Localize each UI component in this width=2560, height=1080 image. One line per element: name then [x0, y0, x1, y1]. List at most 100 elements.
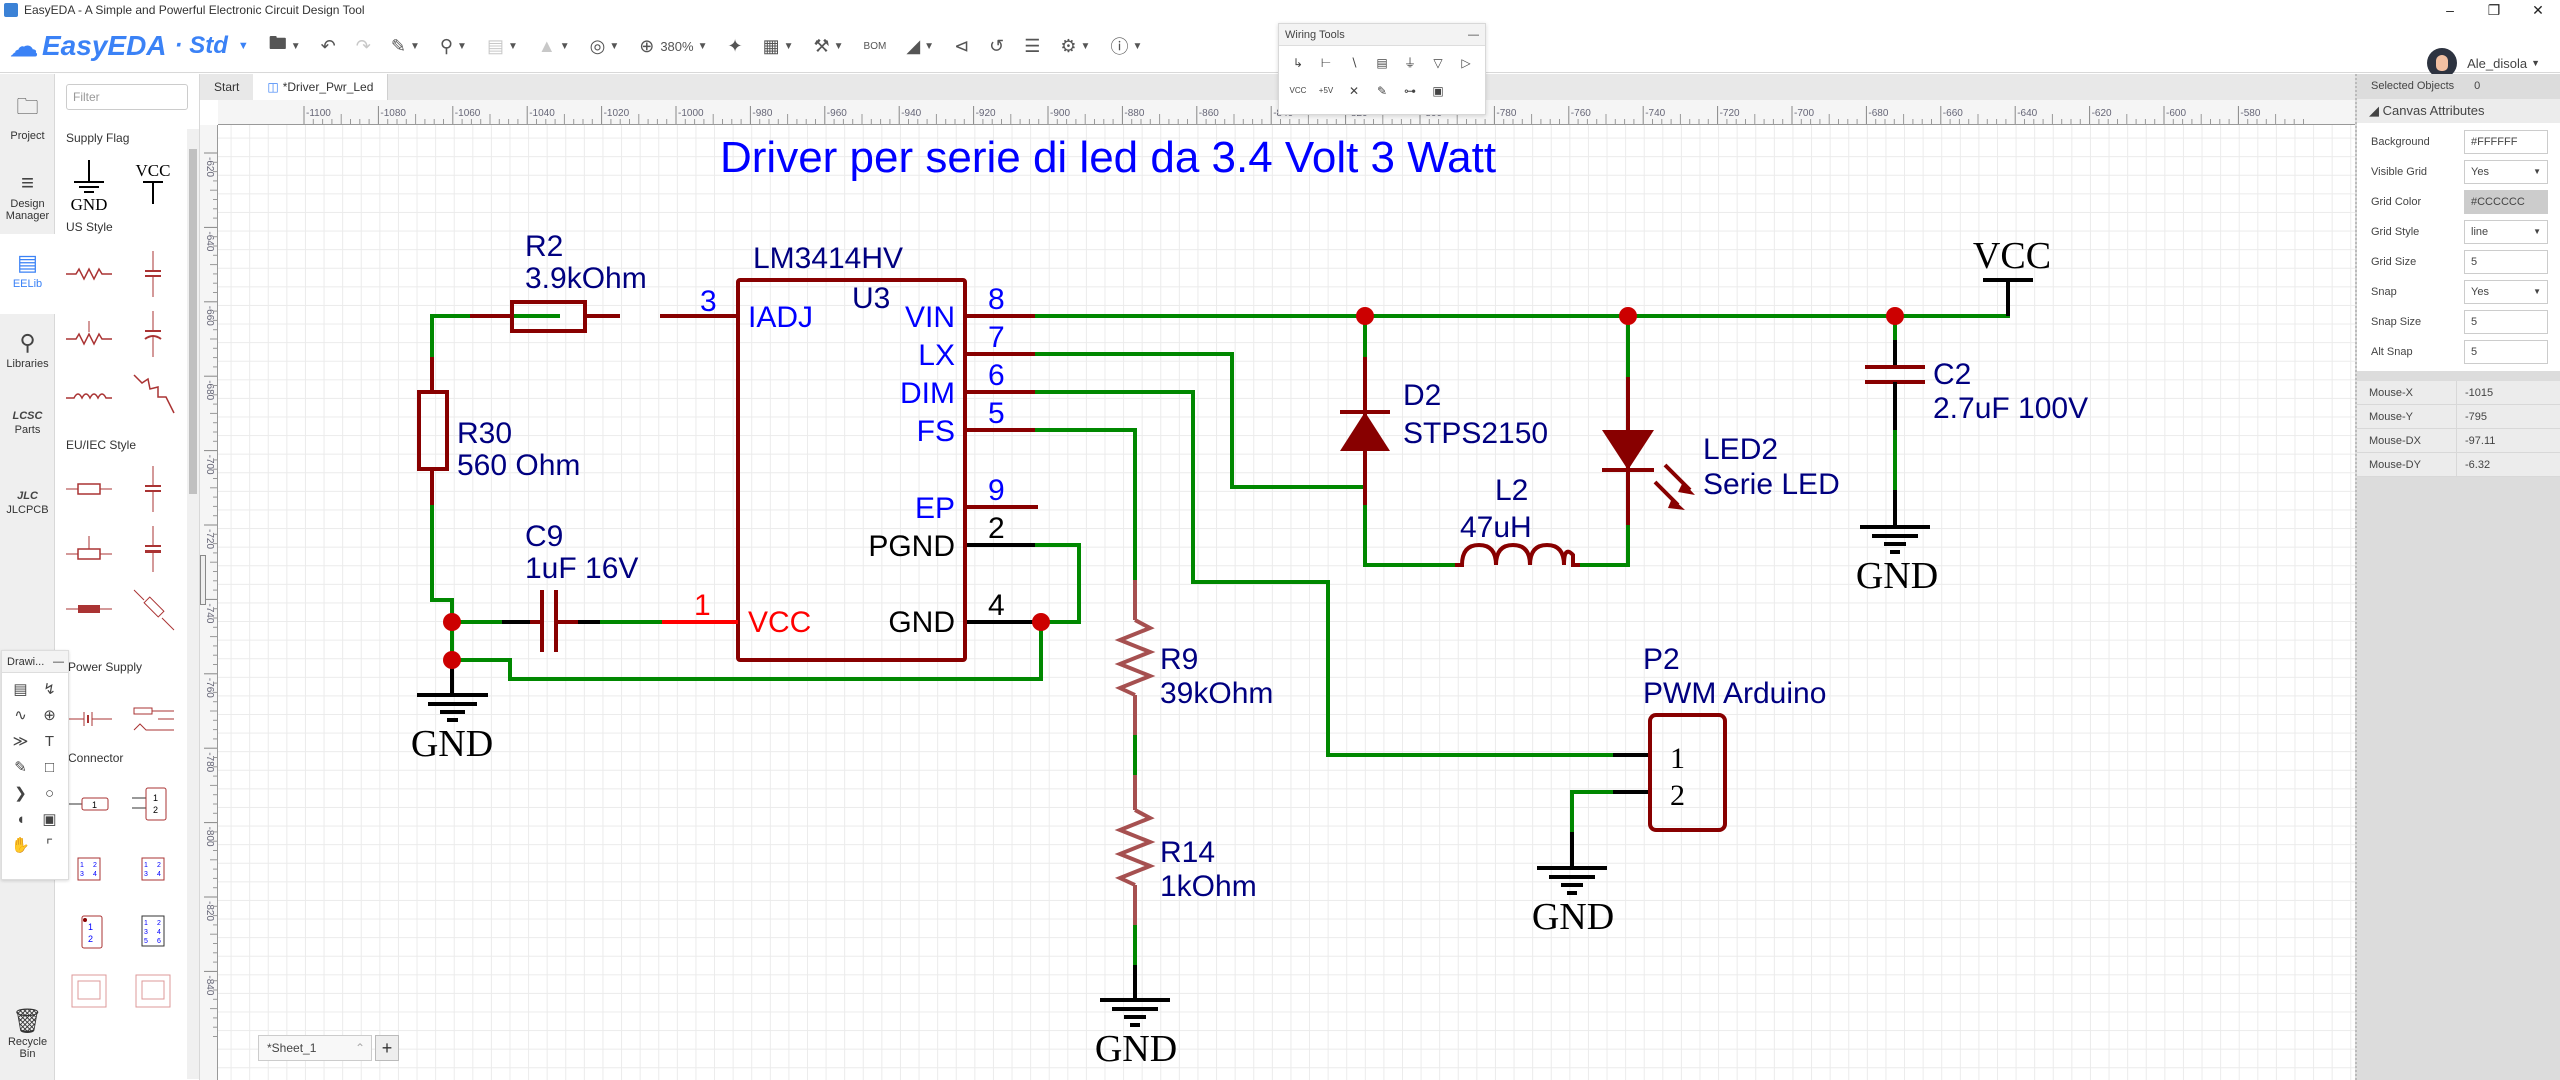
snap-select[interactable]: Yes▼ [2464, 280, 2548, 304]
vcc-flag[interactable]: VCC [1973, 235, 2051, 282]
pin-tool-icon[interactable]: ⊶ [1404, 84, 1416, 98]
freehand-tool-icon[interactable]: ✎ [14, 759, 27, 776]
r30-component[interactable]: R30 560 Ohm [417, 357, 580, 505]
pan-tool-icon[interactable]: ✋ [11, 837, 30, 854]
u3-component[interactable]: LM3414HV U3 3 IADJ 8 VIN 7 LX 6 DIM 5 FS… [662, 242, 1038, 662]
chevron-up-icon[interactable]: ⌃ [354, 1041, 365, 1055]
circle-tool-icon[interactable]: ○ [44, 785, 55, 802]
alt-snap-input[interactable]: 5 [2464, 340, 2548, 364]
rectangle-tool-icon[interactable]: □ [44, 759, 55, 776]
bus-tool-icon[interactable]: ⊢ [1320, 56, 1332, 70]
no-connect-tool-icon[interactable]: ✕ [1348, 84, 1360, 98]
group-tool-icon[interactable]: ▣ [1432, 84, 1444, 98]
wire-dim[interactable] [1035, 390, 1613, 757]
redo-button[interactable]: ↷ [356, 36, 371, 57]
background-input[interactable]: #FFFFFF [2464, 130, 2548, 154]
r2-component[interactable]: R2 3.9kOhm [470, 230, 700, 333]
collapse-left-panel-handle[interactable] [200, 555, 206, 605]
d2-component[interactable]: D2 STPS2150 [1340, 357, 1548, 505]
visible-grid-select[interactable]: Yes▼ [2464, 160, 2548, 184]
erc-button[interactable]: ✦ [727, 36, 742, 57]
net-port-tool-icon[interactable]: ▷ [1461, 56, 1471, 70]
wire[interactable] [452, 622, 1043, 681]
gnd-flag[interactable]: GND [411, 693, 493, 765]
lib-battery[interactable] [58, 689, 120, 749]
layers-button[interactable]: ☰ [1024, 36, 1040, 57]
user-menu[interactable]: Ale_disola ▼ [2427, 48, 2540, 78]
lib-eu-thermistor[interactable] [122, 579, 184, 639]
lib-us-capacitor[interactable] [122, 244, 184, 304]
wire[interactable] [1363, 505, 1455, 567]
text-tool-icon[interactable]: T [44, 733, 55, 750]
lib-vcc[interactable]: VCC [122, 154, 184, 214]
design-menu-button[interactable]: ▦▼ [763, 36, 794, 57]
netflag-tool-icon[interactable]: ▽ [1433, 56, 1443, 70]
gnd-flag[interactable]: GND [1095, 998, 1177, 1070]
image-box-tool-icon[interactable]: ▤ [13, 681, 28, 698]
nav-jlcpcb[interactable]: JLC JLCPCB [0, 474, 55, 554]
grid-style-select[interactable]: line▼ [2464, 220, 2548, 244]
view-menu-button[interactable]: ◎▼ [590, 36, 620, 57]
settings-menu-button[interactable]: ⚙▼ [1060, 36, 1090, 57]
lib-dc-jack[interactable] [122, 689, 184, 749]
lib-us-resistor[interactable] [58, 244, 120, 304]
nav-design-manager[interactable]: ≡ Design Manager [0, 154, 55, 234]
lib-us-inductor[interactable] [58, 364, 120, 424]
minimize-icon[interactable]: — [1468, 29, 1479, 41]
share-button[interactable]: ⊲ [954, 36, 969, 57]
library-scrollbar[interactable] [187, 129, 199, 1079]
minimize-icon[interactable]: — [53, 656, 64, 668]
add-sheet-button[interactable]: + [375, 1035, 399, 1061]
bezier-tool-icon[interactable]: ∿ [14, 707, 27, 724]
tools-menu-button[interactable]: ⚒▼ [813, 36, 843, 57]
r14-component[interactable]: R14 1kOhm [1114, 775, 1257, 925]
lib-rj45[interactable] [58, 964, 120, 1024]
canvas-attributes-header[interactable]: ◢ Canvas Attributes [2357, 99, 2560, 123]
lib-gnd[interactable]: GND [58, 154, 120, 214]
r9-component[interactable]: R9 39kOhm [1114, 580, 1273, 735]
grid-size-input[interactable]: 5 [2464, 250, 2548, 274]
align-menu-button[interactable]: ▤▼ [487, 36, 518, 57]
undo-button[interactable]: ↶ [321, 36, 336, 57]
vcc-tool-icon[interactable]: VCC [1289, 86, 1307, 95]
place-menu-button[interactable]: ⚲▼ [440, 36, 467, 57]
wire-line-tool-icon[interactable]: ↯ [43, 681, 56, 698]
polygon-tool-icon[interactable]: ❯ [14, 785, 27, 802]
tab-driver-pwr-led[interactable]: ◫*Driver_Pwr_Led [253, 74, 389, 100]
bom-button[interactable]: BOM [864, 41, 887, 52]
file-menu-button[interactable]: 🖿▼ [269, 31, 301, 61]
help-menu-button[interactable]: ⓘ▼ [1110, 33, 1142, 59]
c2-component[interactable]: C2 2.7uF 100V [1865, 358, 2088, 430]
lib-us-polar-capacitor[interactable] [122, 304, 184, 364]
grid-color-input[interactable]: #CCCCCC [2464, 190, 2548, 214]
nav-parts[interactable]: LCSC Parts [0, 394, 55, 474]
lib-us-potentiometer[interactable] [58, 304, 120, 364]
wire[interactable] [430, 472, 502, 624]
lib-eu-resistor[interactable] [58, 459, 120, 519]
wire-lx[interactable] [1035, 352, 1365, 489]
image-tool-icon[interactable]: ▣ [42, 811, 57, 828]
tab-start[interactable]: Start [214, 80, 240, 94]
arrow-tool-icon[interactable]: ≫ [12, 733, 29, 750]
led2-component[interactable]: LED2 Serie LED [1602, 377, 1840, 525]
c9-component[interactable]: C9 1uF 16V [525, 520, 638, 652]
lib-eu-polar-capacitor[interactable] [122, 519, 184, 579]
lib-eu-fuse[interactable] [58, 579, 120, 639]
probe-tool-icon[interactable]: ✎ [1376, 84, 1388, 98]
gnd-flag[interactable]: GND [1532, 866, 1614, 938]
p2-component[interactable]: 1 2 P2 PWM Arduino [1643, 643, 1826, 832]
rotate-menu-button[interactable]: ▲▼ [538, 36, 570, 57]
arc-tool-icon[interactable]: ⊕ [43, 707, 56, 724]
wire[interactable] [1580, 525, 1630, 567]
sheet-tab[interactable]: *Sheet_1⌃ [258, 1035, 372, 1061]
plus5v-tool-icon[interactable]: +5V [1318, 86, 1334, 95]
recycle-bin[interactable]: 🗑 Recycle Bin [0, 1007, 55, 1060]
gnd-flag[interactable]: GND [1856, 525, 1938, 597]
brand-menu[interactable]: ☁ EasyEDA · Std ▼ [10, 30, 249, 62]
wire[interactable] [1035, 543, 1081, 624]
zoom-menu-button[interactable]: ⊕380%▼ [639, 36, 707, 57]
nav-eelib[interactable]: ▤ EELib [0, 234, 55, 314]
filter-input[interactable]: Filter [66, 84, 188, 110]
